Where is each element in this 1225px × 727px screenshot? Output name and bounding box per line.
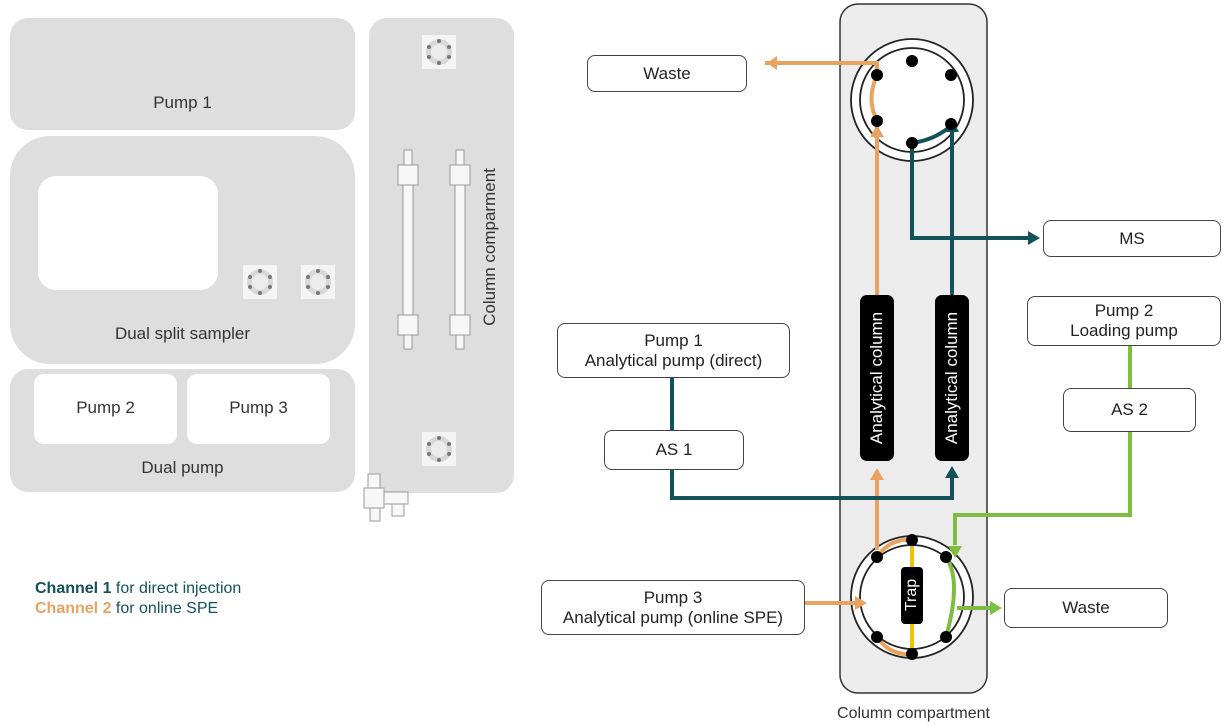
pump2-line1: Pump 2 [1094, 301, 1154, 321]
sampler-tray [38, 176, 218, 290]
valve-icon [422, 35, 456, 69]
analytical-column-1: Analytical column [860, 295, 894, 461]
pump2-label: Pump 2 [76, 398, 135, 417]
legend-channel1-title: Channel 1 [35, 580, 112, 597]
as2-label: AS 2 [1111, 400, 1148, 420]
waste-top-label: Waste [643, 63, 691, 83]
pump3-line1: Pump 3 [643, 587, 703, 607]
column-icon [449, 149, 471, 350]
column-icon [397, 149, 419, 350]
arrow-icon [855, 596, 867, 610]
arrow-icon [870, 468, 884, 480]
arrow-icon [990, 601, 1002, 615]
legend-channel2: Channel 2 for online SPE [35, 600, 218, 618]
pump3-label: Pump 3 [229, 398, 288, 417]
as1-label: AS 1 [655, 440, 693, 460]
arrow-icon [1028, 231, 1040, 245]
analytical-column-2: Analytical column [935, 295, 969, 461]
pump2-box: Pump 2 Loading pump [1027, 296, 1221, 346]
arrow-icon [767, 56, 777, 70]
trap-cartridge: Trap [901, 567, 923, 624]
legend-channel2-title: Channel 2 [35, 600, 112, 617]
fitting-icon [363, 473, 409, 522]
legend-channel1: Channel 1 for direct injection [35, 580, 241, 598]
analytical-column-1-label: Analytical column [867, 311, 886, 445]
arrow-icon [948, 546, 962, 558]
arrow-icon [945, 466, 959, 478]
pump3-line2: Analytical pump (online SPE) [562, 607, 784, 627]
waste-top-box: Waste [587, 55, 747, 92]
pump1-label: Pump 1 [153, 93, 212, 112]
ms-label: MS [1119, 228, 1145, 248]
dual-pump-label: Dual pump [141, 458, 224, 477]
analytical-column-2-label: Analytical column [942, 311, 961, 445]
pump3-box: Pump 3 Analytical pump (online SPE) [541, 580, 805, 635]
sampler-label: Dual split sampler [114, 324, 251, 343]
as1-box: AS 1 [604, 430, 744, 470]
pump1-box: Pump 1 Analytical pump (direct) [557, 323, 790, 378]
valve-icon [422, 432, 456, 466]
valve-icon [243, 265, 277, 299]
valve-ports [871, 534, 952, 660]
pump1-line2: Analytical pump (direct) [584, 350, 763, 370]
as2-box: AS 2 [1063, 388, 1196, 432]
legend-channel2-text: for online SPE [111, 600, 219, 617]
pump3-slot [187, 374, 330, 444]
pump1-line1: Pump 1 [644, 330, 703, 350]
arrow-icon [870, 125, 884, 137]
ms-box: MS [1043, 220, 1221, 257]
waste-bottom-label: Waste [1062, 598, 1110, 618]
pump1-module [10, 18, 355, 130]
valve-icon [301, 265, 335, 299]
valve-ports [871, 55, 957, 149]
column-compartment-module [369, 18, 514, 493]
trap-label: Trap [903, 578, 920, 612]
column-compartment-caption: Column compartment [837, 705, 990, 722]
pump2-slot [34, 374, 177, 444]
pump2-line2: Loading pump [1070, 321, 1178, 340]
waste-bottom-box: Waste [1004, 588, 1168, 628]
legend-channel1-text: for direct injection [111, 580, 242, 597]
